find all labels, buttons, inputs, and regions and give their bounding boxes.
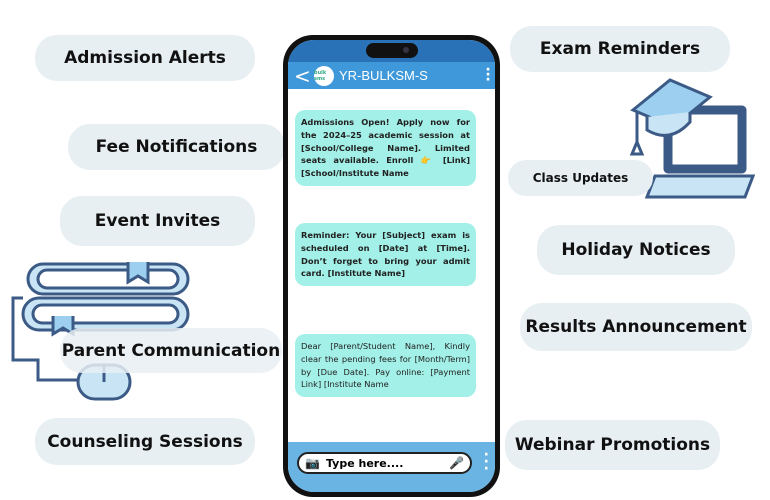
phone-mockup: < bulk sms YR-BULKSM-S ··· Admissions Op… (283, 35, 500, 497)
sender-avatar: bulk sms (314, 65, 334, 86)
label-results-announcement: Results Announcement (520, 303, 752, 351)
message-bubble: Dear [Parent/Student Name], Kindly clear… (295, 334, 476, 398)
label-webinar-promotions: Webinar Promotions (505, 420, 720, 470)
message-bubble: Reminder: Your [Subject] exam is schedul… (295, 223, 476, 287)
microphone-icon[interactable]: 🎤 (449, 456, 464, 470)
label-holiday-notices: Holiday Notices (537, 225, 735, 275)
input-placeholder: Type here.... (325, 456, 404, 470)
chat-header: < bulk sms YR-BULKSM-S ··· (288, 62, 495, 89)
label-parent-communication: Parent Communication (60, 328, 282, 373)
label-exam-reminders: Exam Reminders (510, 26, 730, 72)
camera-icon[interactable]: 📷 (305, 456, 320, 470)
label-fee-notifications: Fee Notifications (68, 124, 285, 170)
more-options-icon[interactable]: ··· (485, 62, 491, 88)
more-options-icon[interactable]: ··· (483, 447, 489, 477)
message-input[interactable]: 📷 Type here.... 🎤 (297, 452, 472, 474)
phone-notch (366, 43, 418, 58)
message-bubble: Admissions Open! Apply now for the 2024–… (295, 110, 476, 186)
label-class-updates: Class Updates (508, 160, 653, 196)
label-event-invites: Event Invites (60, 196, 255, 246)
compose-bar: 📷 Type here.... 🎤 ··· (288, 442, 495, 492)
books-mouse-illustration (11, 262, 190, 401)
sender-name: YR-BULKSM-S (339, 68, 428, 83)
label-counseling-sessions: Counseling Sessions (35, 418, 255, 465)
laptop-graduation-cap-illustration (629, 78, 755, 199)
label-admission-alerts: Admission Alerts (35, 35, 255, 81)
back-arrow-icon[interactable]: < (294, 63, 311, 88)
